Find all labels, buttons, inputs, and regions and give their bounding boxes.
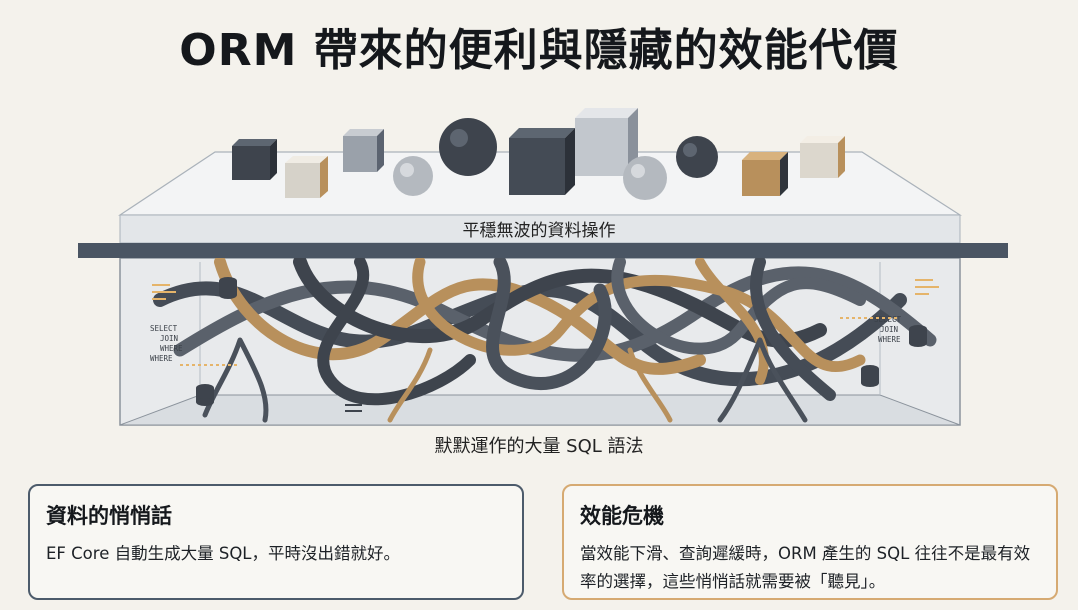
sql-keyword: JOIN: [160, 334, 178, 343]
card-data-whispers: 資料的悄悄話 EF Core 自動生成大量 SQL，平時沒出錯就好。: [28, 484, 524, 600]
code-glyph-icon: [152, 279, 939, 412]
card-title: 資料的悄悄話: [46, 504, 172, 528]
sql-keyword: SELECT: [874, 315, 902, 324]
surface-label: 平穩無波的資料操作: [462, 221, 616, 241]
underneath-label: 默默運作的大量 SQL 語法: [434, 436, 644, 457]
tangled-sql-pipes: [153, 255, 937, 423]
sql-keyword: WHERE: [878, 335, 901, 344]
card-performance-crisis: 效能危機 當效能下滑、查詢遲緩時，ORM 產生的 SQL 往往不是最有效率的選擇…: [562, 484, 1058, 600]
page-title: ORM 帶來的便利與隱藏的效能代價: [179, 25, 899, 76]
card-body: EF Core 自動生成大量 SQL，平時沒出錯就好。: [46, 544, 400, 563]
sql-keyword: SELECT: [150, 324, 178, 333]
card-title: 效能危機: [580, 504, 664, 528]
sql-keywords-left: SELECT JOIN WHERE WHERE: [150, 324, 183, 363]
database-icon: [196, 277, 927, 406]
sql-keywords-right: SELECT JOIN WHERE: [874, 315, 902, 344]
orm-iceberg-diagram: SELECT JOIN WHERE WHERE SELECT JOIN WHER…: [78, 108, 1008, 426]
card-body: 當效能下滑、查詢遲緩時，ORM 產生的 SQL 往往不是最有效率的選擇，這些悄悄…: [580, 544, 1031, 591]
sql-keyword: WHERE: [160, 344, 183, 353]
sql-keyword: WHERE: [150, 354, 173, 363]
sql-keyword: JOIN: [880, 325, 898, 334]
data-objects: [232, 108, 845, 200]
